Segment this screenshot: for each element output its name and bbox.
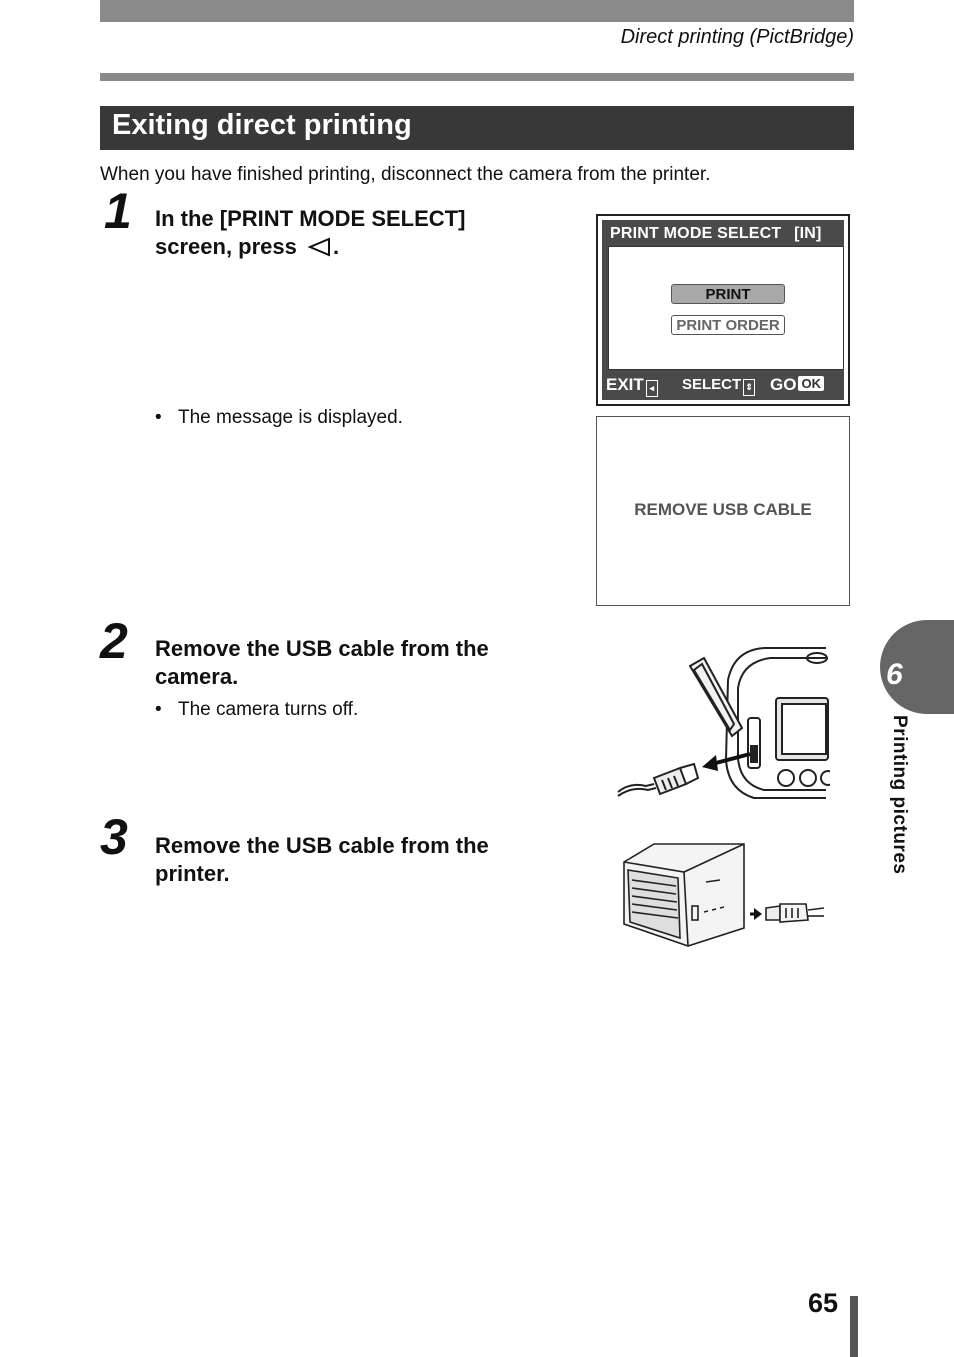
left-key-icon: ◂ [645, 380, 658, 397]
step-3-line2: printer. [155, 861, 230, 886]
intro-paragraph: When you have finished printing, disconn… [100, 164, 711, 185]
step-2-line2: camera. [155, 664, 239, 689]
step-1-line1: In the [PRINT MODE SELECT] [155, 206, 466, 231]
camera-usb-illustration [617, 647, 830, 799]
printer-body-illustration [623, 843, 745, 947]
select-hint: SELECT⇕ [682, 376, 756, 396]
step-3-line1: Remove the USB cable from the [155, 833, 489, 858]
print-mode-select-screen: PRINT MODE SELECT [IN] PRINT PRINT ORDER… [596, 214, 850, 406]
header-bar [100, 0, 854, 22]
step-3-text: Remove the USB cable from the printer. [155, 832, 555, 888]
running-header: Direct printing (PictBridge) [620, 26, 854, 48]
page-number-bar [850, 1296, 858, 1357]
chapter-tab: 6 [880, 620, 954, 714]
step-1-line2: screen, press . [155, 234, 340, 259]
printer-usb-illustration [623, 843, 825, 947]
removal-arrow-icon [702, 752, 751, 771]
camera-body-illustration [724, 647, 830, 799]
usb-cable-illustration [765, 903, 825, 923]
message-text: REMOVE USB CABLE [634, 500, 812, 519]
mode-badge: [IN] [794, 225, 822, 242]
step-2-number: 2 [100, 613, 128, 669]
usb-cable-illustration [617, 762, 700, 797]
lcd-display: PRINT MODE SELECT [IN] PRINT PRINT ORDER… [602, 220, 844, 400]
step-2-line1: Remove the USB cable from the [155, 636, 489, 661]
lcd-menu: PRINT PRINT ORDER [608, 246, 844, 370]
step-1-text: In the [PRINT MODE SELECT] screen, press… [155, 205, 555, 261]
chapter-label: Printing pictures [889, 715, 910, 875]
step-3-number: 3 [100, 809, 128, 865]
removal-arrow-icon [750, 908, 762, 920]
up-down-key-icon: ⇕ [743, 379, 756, 396]
section-title: Exiting direct printing [112, 109, 412, 141]
print-option[interactable]: PRINT [671, 284, 785, 304]
lcd-title: PRINT MODE SELECT [IN] [610, 225, 822, 242]
step-2-text: Remove the USB cable from the camera. [155, 635, 555, 691]
ok-key-icon: OK [798, 376, 824, 391]
chapter-number: 6 [886, 658, 903, 691]
page-number: 65 [808, 1288, 839, 1318]
section-heading-bar: Exiting direct printing [100, 106, 854, 150]
step-1-number: 1 [104, 183, 132, 239]
step-2-bullet: •The camera turns off. [155, 699, 359, 720]
left-arrow-button-icon [307, 237, 330, 257]
step-1-bullet: •The message is displayed. [155, 407, 403, 428]
header-rule [100, 73, 854, 81]
print-order-option[interactable]: PRINT ORDER [671, 315, 785, 335]
remove-usb-message-screen: REMOVE USB CABLE [596, 416, 850, 606]
exit-hint: EXIT◂ [606, 375, 658, 397]
usb-door-illustration [688, 656, 744, 738]
